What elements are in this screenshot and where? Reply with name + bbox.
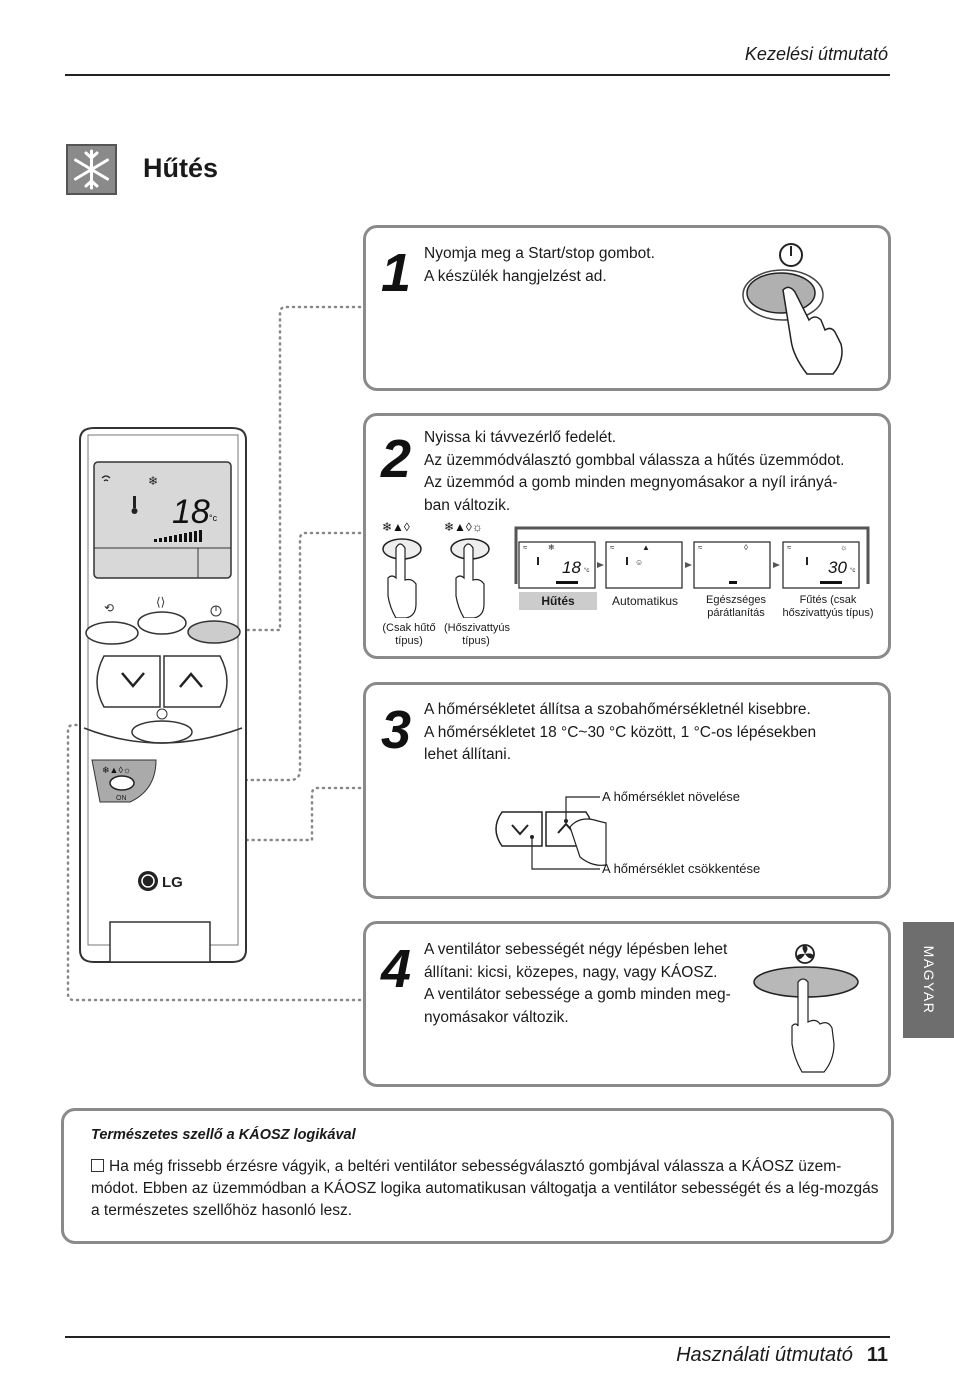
mode-buttons-illustration: ❄▲◊ ❄▲◊☼ <box>382 520 490 618</box>
footer: Használati útmutató 11 <box>676 1344 888 1367</box>
svg-text:°c: °c <box>850 568 855 574</box>
svg-text:❄▲◊: ❄▲◊ <box>382 520 410 534</box>
svg-text:≈: ≈ <box>610 543 615 552</box>
mode-cycle-diagram: ≈ ❄ ≈ ▲ ≈ ◊ ≈ ☼ 18 30 °c °c ☺ <box>514 526 870 589</box>
step-3-number: 3 <box>381 700 412 760</box>
header-title: Kezelési útmutató <box>744 44 888 64</box>
page-number: 11 <box>866 1344 888 1366</box>
svg-text:▲: ▲ <box>642 543 650 552</box>
svg-text:30: 30 <box>828 558 847 577</box>
note-title: Természetes szellő a KÁOSZ logikával <box>91 1127 356 1143</box>
svg-text:°c: °c <box>584 568 589 574</box>
svg-text:ON: ON <box>116 795 127 802</box>
remote-control-illustration: ❄ 18 °c ⟲ ⟨⟩ ❄▲◊☼ ON LG <box>66 305 362 1002</box>
snowflake-icon <box>66 144 117 195</box>
step-1-text: Nyomja meg a Start/stop gombot.A készülé… <box>424 245 655 285</box>
svg-text:≈: ≈ <box>523 543 528 552</box>
svg-text:⟨⟩: ⟨⟩ <box>156 595 165 609</box>
temp-buttons-illustration <box>495 796 607 870</box>
language-tab: MAGYAR <box>903 922 954 1038</box>
svg-text:≈: ≈ <box>787 543 792 552</box>
step-4-text: A ventilátor sebességét négy lépésben le… <box>424 941 731 1026</box>
svg-text:18: 18 <box>172 493 210 531</box>
svg-text:❄▲◊☼: ❄▲◊☼ <box>102 765 131 775</box>
step-2-text: Nyissa ki távvezérlő fedelét.Az üzemmódv… <box>424 429 845 514</box>
svg-text:LG: LG <box>162 874 183 891</box>
svg-text:☼: ☼ <box>840 543 847 552</box>
svg-text:☺: ☺ <box>635 558 643 567</box>
svg-text:❄: ❄ <box>148 474 158 488</box>
note-body: Ha még frissebb érzésre vágyik, a beltér… <box>91 1158 879 1219</box>
callout-increase: A hőmérséklet növelése <box>602 789 741 804</box>
step-3-text: A hőmérsékletet állítsa a szobahőmérsékl… <box>424 701 817 763</box>
footer-title: Használati útmutató <box>676 1344 853 1366</box>
svg-text:⟲: ⟲ <box>104 601 114 615</box>
header-rule <box>65 74 890 76</box>
svg-text:≈: ≈ <box>698 543 703 552</box>
step-3-box <box>363 682 891 899</box>
step-1-number: 1 <box>381 243 412 303</box>
svg-text:❄: ❄ <box>548 543 555 552</box>
step-2-number: 2 <box>381 429 412 489</box>
fan-speed-button-illustration <box>753 944 859 1073</box>
checkbox-bullet-icon <box>91 1159 104 1172</box>
mode-auto: Automatikus <box>611 594 679 608</box>
step-4-number: 4 <box>381 939 412 999</box>
start-stop-button-illustration <box>742 243 843 375</box>
svg-text:◊: ◊ <box>744 543 748 552</box>
mode-cooling: Hűtés <box>519 592 597 610</box>
svg-text:°c: °c <box>209 513 218 523</box>
svg-text:❄▲◊☼: ❄▲◊☼ <box>444 520 483 534</box>
note-box <box>61 1108 894 1244</box>
section-title: Hűtés <box>143 153 219 183</box>
step-2-box <box>363 413 891 659</box>
callout-decrease: A hőmérséklet csökkentése <box>602 861 761 876</box>
svg-text:18: 18 <box>562 558 581 577</box>
footer-rule <box>65 1336 890 1338</box>
